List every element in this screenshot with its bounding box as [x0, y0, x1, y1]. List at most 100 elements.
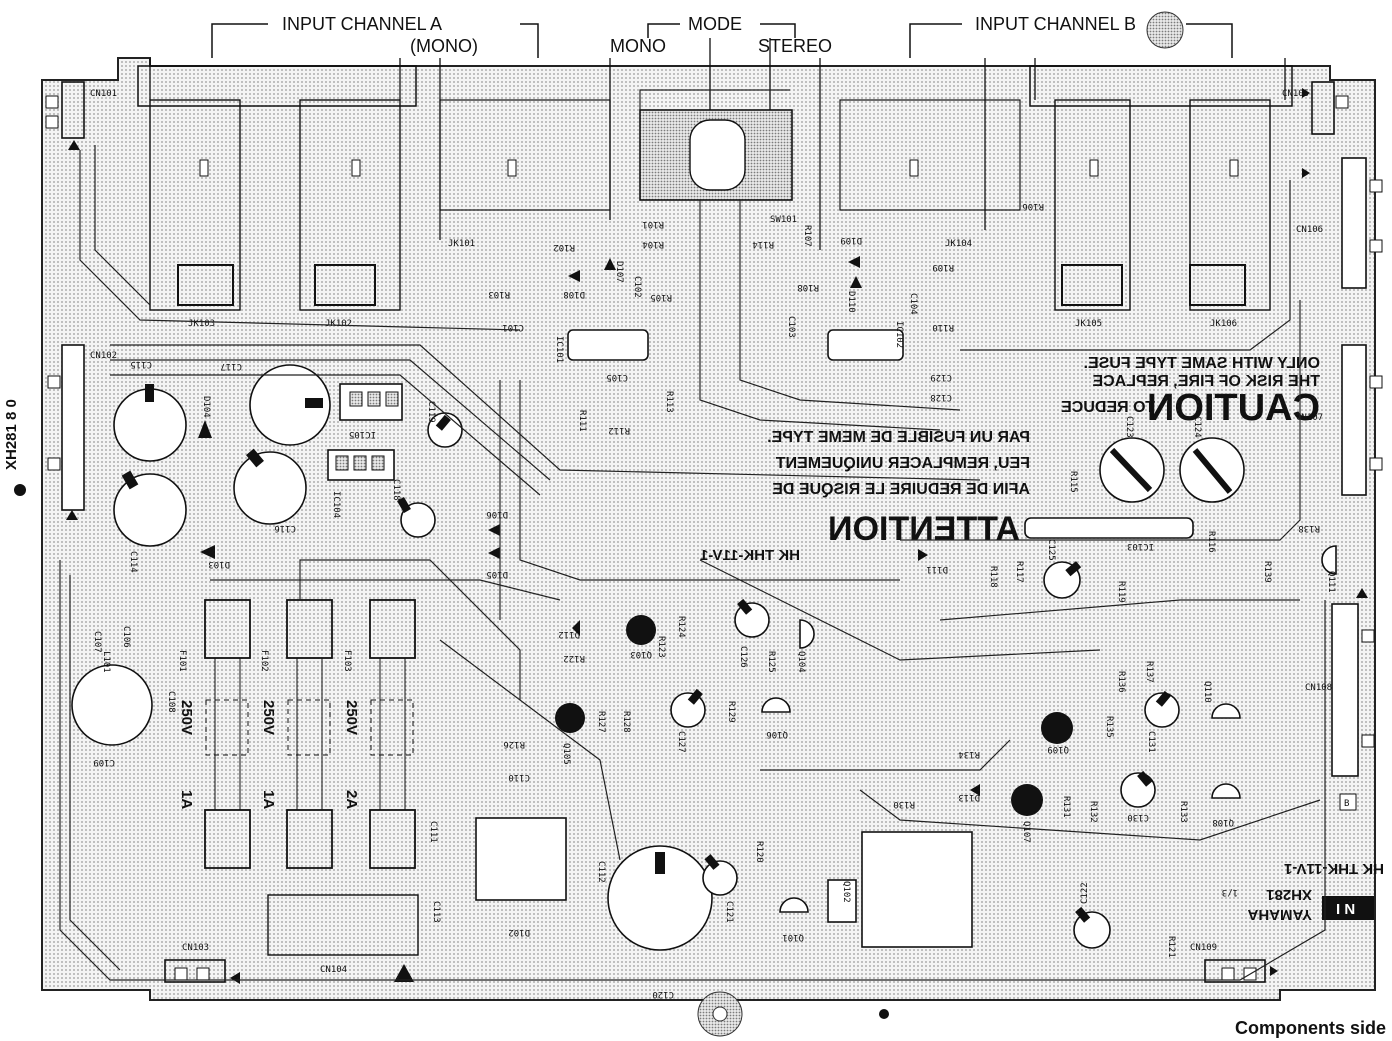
svg-text:D110: D110: [846, 291, 856, 313]
svg-text:C127: C127: [676, 731, 686, 753]
svg-text:IC101: IC101: [554, 336, 564, 363]
svg-text:R110: R110: [932, 322, 954, 332]
board-corner-mark: B: [1344, 799, 1349, 809]
svg-text:D111: D111: [926, 564, 948, 574]
board-code-label: HK THK-11V-1: [1284, 860, 1384, 877]
svg-text:R111: R111: [577, 410, 587, 432]
svg-text:C107: C107: [92, 631, 102, 653]
svg-text:C131: C131: [1146, 731, 1156, 753]
mode-label: MODE: [688, 14, 742, 34]
svg-text:C103: C103: [786, 316, 796, 338]
svg-text:C111: C111: [428, 821, 438, 843]
svg-text:Q111: Q111: [1326, 571, 1336, 593]
svg-text:C120: C120: [652, 989, 674, 999]
svg-text:Q102: Q102: [841, 881, 851, 903]
svg-text:D108: D108: [563, 289, 585, 299]
svg-text:R106: R106: [1022, 201, 1044, 211]
jack-frames: [137, 65, 1293, 107]
svg-text:R112: R112: [608, 425, 630, 435]
svg-text:2A: 2A: [343, 790, 360, 809]
svg-text:R114: R114: [752, 239, 774, 249]
mode-switch-sw101: SW101: [639, 109, 797, 225]
mounting-hole: [712, 1006, 728, 1022]
svg-text:C108: C108: [166, 691, 176, 713]
connector-cn104: CN104: [267, 894, 419, 982]
svg-text:R128: R128: [621, 711, 631, 733]
svg-text:R135: R135: [1104, 716, 1114, 738]
jack-jk102: JK102: [299, 99, 401, 329]
svg-text:D113: D113: [958, 792, 980, 802]
capacitor-polarity-marks: [121, 384, 1171, 923]
connector-cn107: CN107: [1296, 344, 1383, 496]
sheet-label: 1/3: [1222, 887, 1238, 897]
svg-text:R133: R133: [1178, 801, 1188, 823]
svg-text:C104: C104: [908, 293, 918, 315]
connector-cn105: CN105: [1282, 81, 1349, 135]
jk101-label: JK101: [448, 239, 475, 249]
svg-text:250V: 250V: [178, 700, 195, 735]
connector-cn106: CN106: [1296, 157, 1383, 289]
jack-jk101: JK101: [439, 99, 611, 249]
svg-text:R124: R124: [676, 616, 686, 638]
input-channel-a-mono-label: (MONO): [410, 36, 478, 56]
svg-text:250V: 250V: [260, 700, 277, 735]
caution-heading: CAUTION: [1147, 387, 1320, 429]
caution-line-1: THE RISK OF FIRE, REPLACE: [1092, 373, 1320, 390]
svg-text:R107: R107: [802, 225, 812, 247]
svg-text:R130: R130: [893, 799, 915, 809]
electrolytic-capacitors: [71, 364, 1245, 951]
svg-text:R102: R102: [553, 242, 575, 252]
svg-text:R121: R121: [1166, 936, 1176, 958]
svg-text:D106: D106: [486, 509, 508, 519]
power-transistors: [555, 615, 1073, 816]
jk106-label: JK106: [1210, 319, 1237, 329]
svg-text:R138: R138: [1298, 523, 1320, 533]
svg-text:C106: C106: [121, 626, 131, 648]
fuse-f103: F103 250V 2A: [342, 599, 416, 869]
mounting-hole: [1146, 11, 1184, 49]
svg-text:C110: C110: [508, 772, 530, 782]
svg-text:R115: R115: [1068, 471, 1078, 493]
jk102-label: JK102: [325, 319, 352, 329]
side-board-code: XH281 8 0: [3, 399, 20, 470]
header-input-channel-b: [909, 23, 1233, 58]
svg-text:F101: F101: [177, 650, 187, 672]
svg-text:C122: C122: [1080, 882, 1090, 904]
svg-text:250V: 250V: [343, 700, 360, 735]
small-transistors: [761, 545, 1337, 913]
pcb-traces: [59, 89, 1326, 981]
svg-text:1A: 1A: [260, 790, 277, 809]
board-badge-bg: [1322, 896, 1374, 920]
connector-cn102: CN102: [47, 344, 117, 520]
svg-text:R120: R120: [754, 841, 764, 863]
caution-to: TO REDUCE: [1061, 399, 1155, 416]
svg-text:C115: C115: [130, 359, 152, 369]
svg-text:R137: R137: [1144, 661, 1154, 683]
svg-text:R131: R131: [1061, 796, 1071, 818]
svg-text:D109: D109: [840, 235, 862, 245]
attention-line-3: PAR UN FUSIBLE DE MEME TYPE.: [767, 429, 1030, 446]
svg-text:CN101: CN101: [90, 89, 117, 99]
silkscreen-code-mirror: HK THK-11V-1: [700, 547, 800, 564]
svg-text:CN104: CN104: [320, 965, 347, 975]
caution-line-2: ONLY WITH SAME TYPE FUSE.: [1084, 355, 1320, 372]
svg-text:R105: R105: [650, 292, 672, 302]
svg-text:Q109: Q109: [1047, 744, 1069, 754]
svg-text:R113: R113: [664, 391, 674, 413]
svg-text:IC102: IC102: [894, 321, 904, 348]
model-label: XH281: [1266, 886, 1312, 903]
svg-text:C129: C129: [930, 372, 952, 382]
svg-text:C119: C119: [426, 401, 436, 423]
svg-text:R116: R116: [1206, 531, 1216, 553]
attention-line-2: FEU, REMPLACER UNIQUEMENT: [776, 455, 1030, 472]
svg-text:Q103: Q103: [630, 649, 652, 659]
svg-text:C114: C114: [128, 551, 138, 573]
registration-dot: [14, 484, 26, 496]
svg-text:D103: D103: [208, 559, 230, 569]
svg-text:IC104: IC104: [331, 491, 341, 518]
svg-text:R127: R127: [596, 711, 606, 733]
fuse-f101: F101 250V 1A: [177, 599, 251, 869]
svg-text:C118: C118: [391, 479, 401, 501]
warning-silkscreen: CAUTION TO REDUCE THE RISK OF FIRE, REPL…: [700, 355, 1320, 564]
